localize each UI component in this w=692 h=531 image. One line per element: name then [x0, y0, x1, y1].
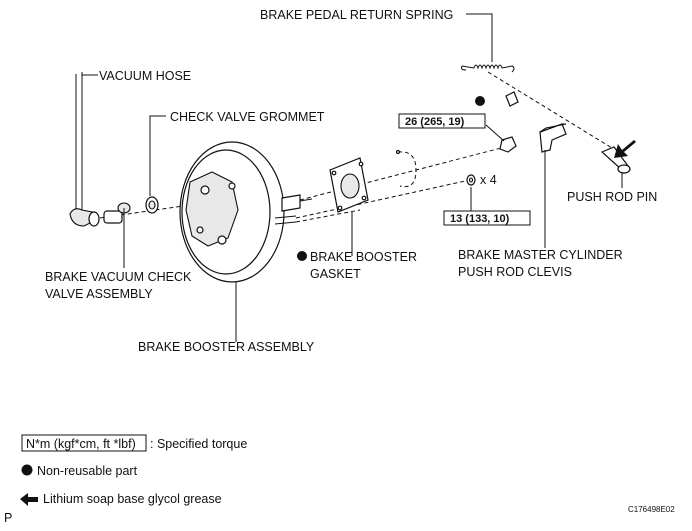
non-reusable-marker-gasket	[297, 251, 307, 261]
left-arrow-icon	[20, 493, 38, 506]
label-check-valve-assembly-line2: VALVE ASSEMBLY	[45, 287, 153, 301]
firewall-reference	[395, 149, 417, 188]
label-push-rod-pin: PUSH ROD PIN	[567, 190, 657, 204]
label-brake-pedal-return-spring: BRAKE PEDAL RETURN SPRING	[260, 8, 453, 22]
label-push-rod-clevis-line2: PUSH ROD CLEVIS	[458, 265, 572, 279]
label-check-valve-grommet: CHECK VALVE GROMMET	[170, 110, 325, 124]
label-brake-booster-gasket-line2: GASKET	[310, 267, 361, 281]
label-brake-booster-gasket-line1: BRAKE BOOSTER	[310, 250, 417, 264]
filled-circle-icon	[21, 464, 33, 476]
label-brake-booster-assembly: BRAKE BOOSTER ASSEMBLY	[138, 340, 315, 354]
check-valve-grommet	[145, 115, 166, 214]
legend-grease-text: Lithium soap base glycol grease	[43, 492, 222, 506]
label-push-rod-clevis-line1: BRAKE MASTER CYLINDER	[458, 248, 623, 262]
label-vacuum-hose: VACUUM HOSE	[99, 69, 191, 83]
legend-torque-box	[21, 434, 147, 452]
svg-text:13 (133, 10): 13 (133, 10)	[450, 213, 510, 225]
figure-id: C176498E02	[628, 505, 675, 514]
torque-box-booster: 13 (133, 10)	[443, 210, 531, 226]
svg-text:26 (265, 19): 26 (265, 19)	[405, 116, 465, 128]
brake-booster-gasket	[329, 157, 369, 256]
grease-arrow-icon	[614, 140, 636, 158]
push-rod-pin	[600, 140, 636, 188]
legend: N*m (kgf*cm, ft *lbf) : Specified torque…	[20, 434, 247, 506]
booster-nut: x 4	[466, 173, 497, 211]
legend-torque-units: N*m (kgf*cm, ft *lbf)	[26, 437, 136, 451]
legend-non-reusable-text: Non-reusable part	[37, 464, 138, 478]
brake-vacuum-check-valve	[88, 202, 131, 268]
brake-booster-assembly	[179, 141, 313, 342]
clevis-nut	[485, 124, 517, 153]
brake-pedal-return-spring	[461, 13, 515, 73]
corner-letter: P	[4, 511, 12, 525]
svg-text:x 4: x 4	[480, 173, 497, 187]
torque-box-clevis: 26 (265, 19)	[398, 113, 486, 129]
legend-torque-text: : Specified torque	[150, 437, 247, 451]
non-reusable-clip	[475, 91, 519, 107]
label-check-valve-assembly-line1: BRAKE VACUUM CHECK	[45, 270, 192, 284]
vacuum-hose	[69, 72, 98, 227]
push-rod-clevis	[539, 123, 567, 248]
